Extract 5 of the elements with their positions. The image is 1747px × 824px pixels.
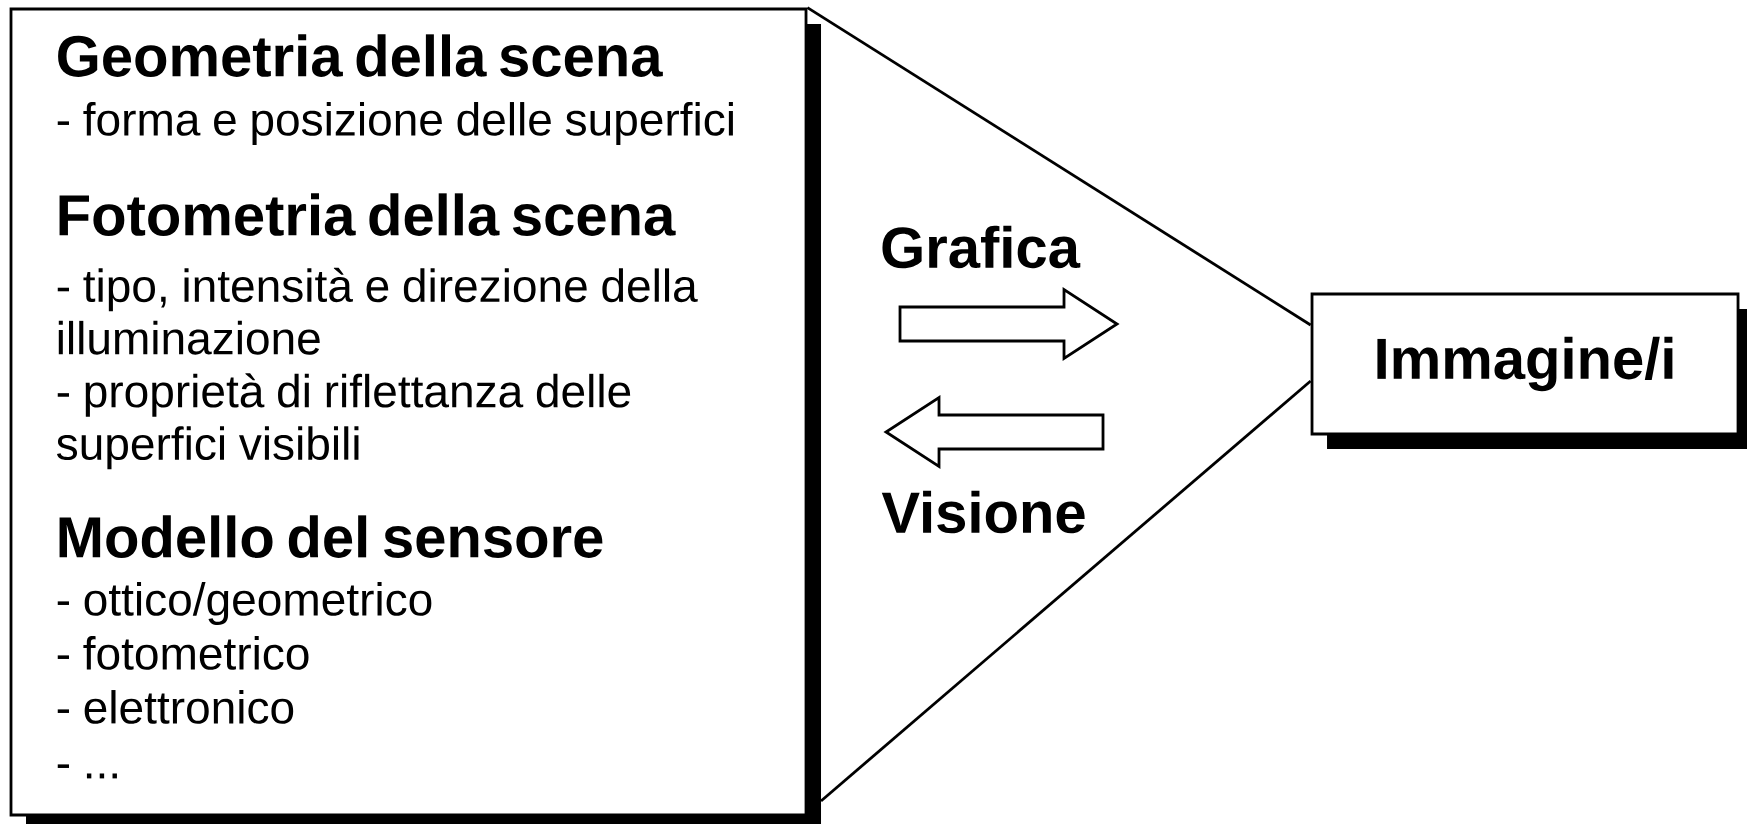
arrow-label: Visione xyxy=(881,490,1085,534)
line xyxy=(820,379,1312,803)
label-box: Immagine/i xyxy=(1310,292,1747,449)
line xyxy=(806,6,1312,327)
arrow-label: Grafica xyxy=(882,225,1081,269)
